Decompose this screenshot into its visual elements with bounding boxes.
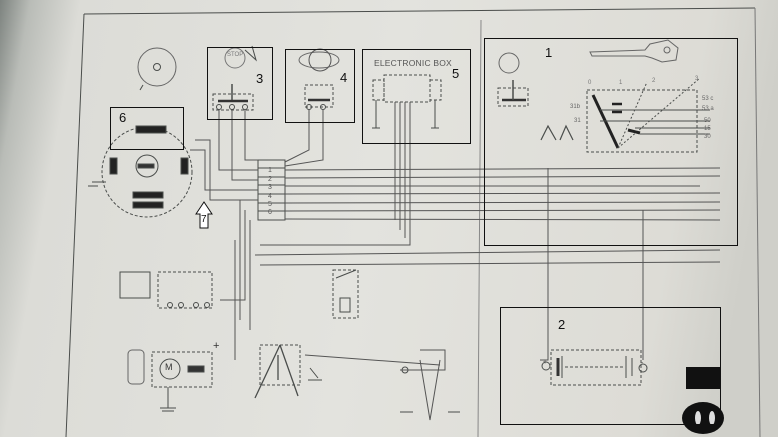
terminal-30: 30: [704, 134, 711, 140]
brake-switch: [332, 269, 359, 319]
electronic-box-symbol: [372, 74, 442, 129]
starter-motor: [127, 349, 213, 412]
switch-pos-2: 2: [652, 78, 656, 84]
electronic-box-title: ELECTRONIC BOX: [374, 58, 452, 68]
callout-label-5: 5: [452, 66, 460, 81]
terminal-53a: 53 a: [702, 106, 714, 112]
callout-label-1: 1: [545, 45, 553, 60]
switch-pos-3: 3: [695, 76, 699, 82]
callout-label-7: 7: [201, 214, 207, 225]
callout-box-1: [484, 38, 738, 246]
page-border-right: [754, 7, 761, 437]
callout-box-4: [285, 49, 355, 123]
starter-plus-label: +: [213, 340, 220, 352]
arrow-7-marker: [195, 201, 213, 229]
connector-pin-2: 2: [268, 176, 272, 183]
stop-label: STOP: [227, 52, 244, 58]
page-number-graphic: [682, 367, 724, 434]
switch-pos-0: 0: [588, 80, 592, 86]
callout-label-4: 4: [340, 70, 348, 85]
flywheel-magneto: [88, 125, 193, 218]
terminal-31b: 31b: [570, 104, 581, 110]
battery-symbol: [541, 349, 648, 386]
battery-plus: +: [543, 359, 548, 366]
connector-pin-3: 3: [268, 184, 272, 191]
battery-minus: -: [641, 360, 644, 367]
motor-label: M: [165, 362, 173, 372]
callout-box-6: [110, 107, 184, 150]
terminal-53c: 53 c: [702, 96, 714, 102]
page-number: 18: [700, 380, 701, 381]
voltage-regulator: [119, 271, 213, 309]
stop-switch: [212, 45, 257, 111]
ignition-switch: [497, 52, 710, 153]
harness-wires: [190, 102, 721, 361]
switch-pos-1: 1: [619, 80, 623, 86]
horn-symbol: [137, 47, 177, 91]
connector-pin-6: 6: [268, 209, 272, 216]
callout-label-2: 2: [558, 317, 566, 332]
section-divider: [477, 19, 482, 437]
connector-pin-1: 1: [268, 167, 272, 174]
page-border-left: [65, 13, 85, 437]
callout-box-2: [500, 307, 721, 425]
terminal-50: 50: [704, 118, 711, 124]
throttle-linkage: [400, 349, 460, 421]
connector-pin-4: 4: [268, 193, 272, 200]
oil-pressure-switch: [298, 48, 340, 110]
callout-box-3: [207, 47, 273, 120]
connector-pin-5: 5: [268, 201, 272, 208]
key-symbol: [589, 39, 679, 63]
page-border: [83, 7, 756, 15]
terminal-31: 31: [574, 118, 581, 124]
callout-box-5: [362, 49, 471, 144]
side-stand-switch: [254, 344, 441, 399]
callout-label-6: 6: [119, 110, 127, 125]
callout-label-3: 3: [256, 71, 264, 86]
terminal-15: 15: [704, 126, 711, 132]
